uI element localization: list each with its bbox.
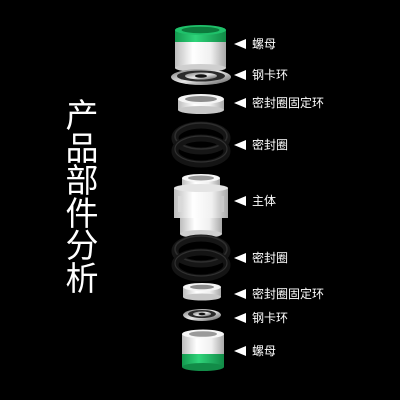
steel-clip-bottom bbox=[183, 309, 221, 321]
side-title: 产 品 部 件 分 析 bbox=[58, 96, 106, 298]
o-ring-top bbox=[171, 121, 231, 168]
label-nut-bottom: 螺母 bbox=[252, 344, 277, 358]
label-main-body: 主体 bbox=[252, 194, 277, 208]
label-seal-retainer-bottom: 密封圈固定环 bbox=[252, 287, 325, 301]
main-body bbox=[174, 174, 228, 238]
arrow-icon bbox=[234, 196, 246, 206]
o-ring-bottom bbox=[171, 234, 231, 282]
nut-bottom bbox=[182, 329, 224, 371]
arrow-icon bbox=[234, 253, 246, 263]
title-char: 产 bbox=[65, 96, 99, 135]
label-seal-retainer-top: 密封圈固定环 bbox=[252, 96, 325, 110]
arrow-icon bbox=[234, 39, 246, 49]
title-char: 分 bbox=[65, 226, 99, 265]
label-steel-clip-bottom: 钢卡环 bbox=[252, 311, 289, 325]
title-char: 件 bbox=[65, 193, 99, 233]
title-char: 析 bbox=[65, 258, 99, 298]
arrow-icon bbox=[234, 70, 246, 80]
title-char: 品 bbox=[65, 128, 99, 168]
label-seal-ring-bottom: 密封圈 bbox=[252, 251, 289, 265]
arrow-icon bbox=[234, 313, 246, 323]
label-seal-ring-top: 密封圈 bbox=[252, 138, 289, 152]
label-steel-clip-top: 钢卡环 bbox=[252, 68, 289, 82]
steel-clip-top bbox=[171, 69, 231, 85]
label-nut-top: 螺母 bbox=[252, 37, 277, 51]
nut-top bbox=[175, 25, 226, 72]
arrow-icon bbox=[234, 346, 246, 356]
arrow-icon bbox=[234, 98, 246, 108]
title-char: 部 bbox=[65, 161, 99, 200]
seal-retainer-bottom bbox=[183, 283, 221, 301]
arrow-icon bbox=[234, 289, 246, 299]
arrow-icon bbox=[234, 140, 246, 150]
seal-retainer-top bbox=[178, 94, 224, 114]
